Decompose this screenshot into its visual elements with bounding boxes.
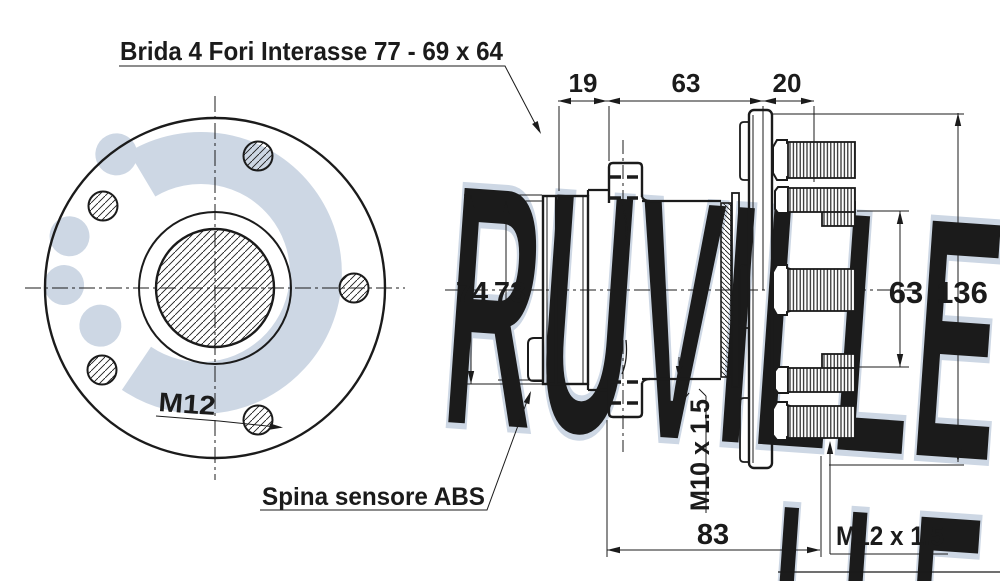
ext-line: [857, 210, 909, 368]
hub-lug-top: [607, 161, 644, 203]
dim-text-136: 136: [936, 275, 988, 310]
watermark-logo-ball: [44, 265, 85, 306]
hub-shoulder-top: [586, 188, 609, 196]
title-label: Brida 4 Fori Interasse 77 - 69 x 64: [120, 36, 504, 66]
arrow: [954, 449, 962, 462]
front-view: [25, 96, 405, 480]
leader-hub-thread: [678, 357, 707, 513]
dimension-texts: Brida 4 Fori Interasse 77 - 69 x 64 Spin…: [120, 36, 988, 551]
arrow: [269, 423, 283, 430]
arrow: [607, 97, 620, 105]
leader-front-hole: [155, 415, 282, 428]
spindle-blend-arc: [621, 205, 628, 241]
stud-thread-label: M12 x 1.5: [836, 521, 944, 551]
wheel-stud-upper: [774, 186, 856, 214]
arrow: [675, 366, 683, 379]
spindle-blend-arc: [621, 339, 628, 375]
dimension-arrows: [269, 97, 962, 554]
arrow: [801, 97, 814, 105]
hub-shoulder-bottom: [586, 384, 609, 392]
arrow: [896, 211, 904, 224]
leader-abs: [260, 392, 531, 511]
centering-tab: [739, 264, 749, 329]
dim-text-20: 20: [773, 68, 802, 98]
hub-bolt-thread-label: M10 x 1.5: [685, 399, 715, 511]
watermark-text: RUVILLE: [433, 109, 1000, 538]
bolt-hole: [242, 404, 274, 436]
centering-tab: [739, 397, 749, 463]
arrow: [467, 371, 475, 384]
dim-text-63-top: 63: [672, 68, 701, 98]
arrow: [594, 97, 607, 105]
dim-text-19: 19: [569, 68, 598, 98]
hub-lug-bottom: [607, 379, 644, 419]
leader-stud-thread: [829, 443, 948, 555]
arrow: [523, 391, 531, 405]
arrow: [954, 113, 962, 126]
dim-text-74: 74: [456, 277, 488, 309]
ruville-watermark: RUVILLE LLE: [44, 106, 1000, 581]
bearing-body: [541, 194, 590, 386]
arrow: [826, 441, 834, 454]
arrow: [502, 367, 510, 380]
abs-encoder-ring: [720, 202, 732, 378]
section-view: [445, 108, 922, 470]
arrow: [502, 201, 510, 214]
wheel-stud-middle: [772, 264, 856, 316]
bolt-hole: [242, 140, 274, 172]
dim-text-73: 73: [494, 277, 526, 309]
watermark-logo-ball: [49, 216, 90, 257]
wheel-stud-bottom: [772, 401, 856, 441]
front-hole-thread-label: M12: [158, 387, 217, 421]
dim-text-63-right: 63: [889, 275, 923, 310]
wheel-stud-top: [772, 139, 856, 181]
arrow: [607, 546, 620, 554]
wheel-stud-lower: [774, 366, 856, 394]
arrow: [807, 546, 820, 554]
arrow: [763, 97, 776, 105]
abs-sensor-label: Spina sensore ABS: [262, 483, 485, 511]
ext-line: [558, 106, 815, 290]
dimension-lines: [119, 65, 1000, 573]
flange-inner-plate: [731, 192, 740, 388]
arrow: [467, 195, 475, 208]
ext-line: [773, 113, 964, 466]
arrow: [896, 354, 904, 367]
ext-line: [464, 194, 542, 385]
bolt-hole: [86, 354, 118, 386]
arrow: [558, 97, 571, 105]
arrow: [750, 97, 763, 105]
bolt-hole: [87, 190, 119, 222]
watermark-logo-ball: [79, 304, 122, 347]
ext-line: [606, 420, 822, 557]
centering-tab: [739, 121, 749, 181]
leader-title: [119, 65, 540, 132]
abs-sensor-pin: [527, 337, 543, 382]
arrow: [532, 121, 541, 134]
dim-text-83: 83: [697, 519, 729, 551]
